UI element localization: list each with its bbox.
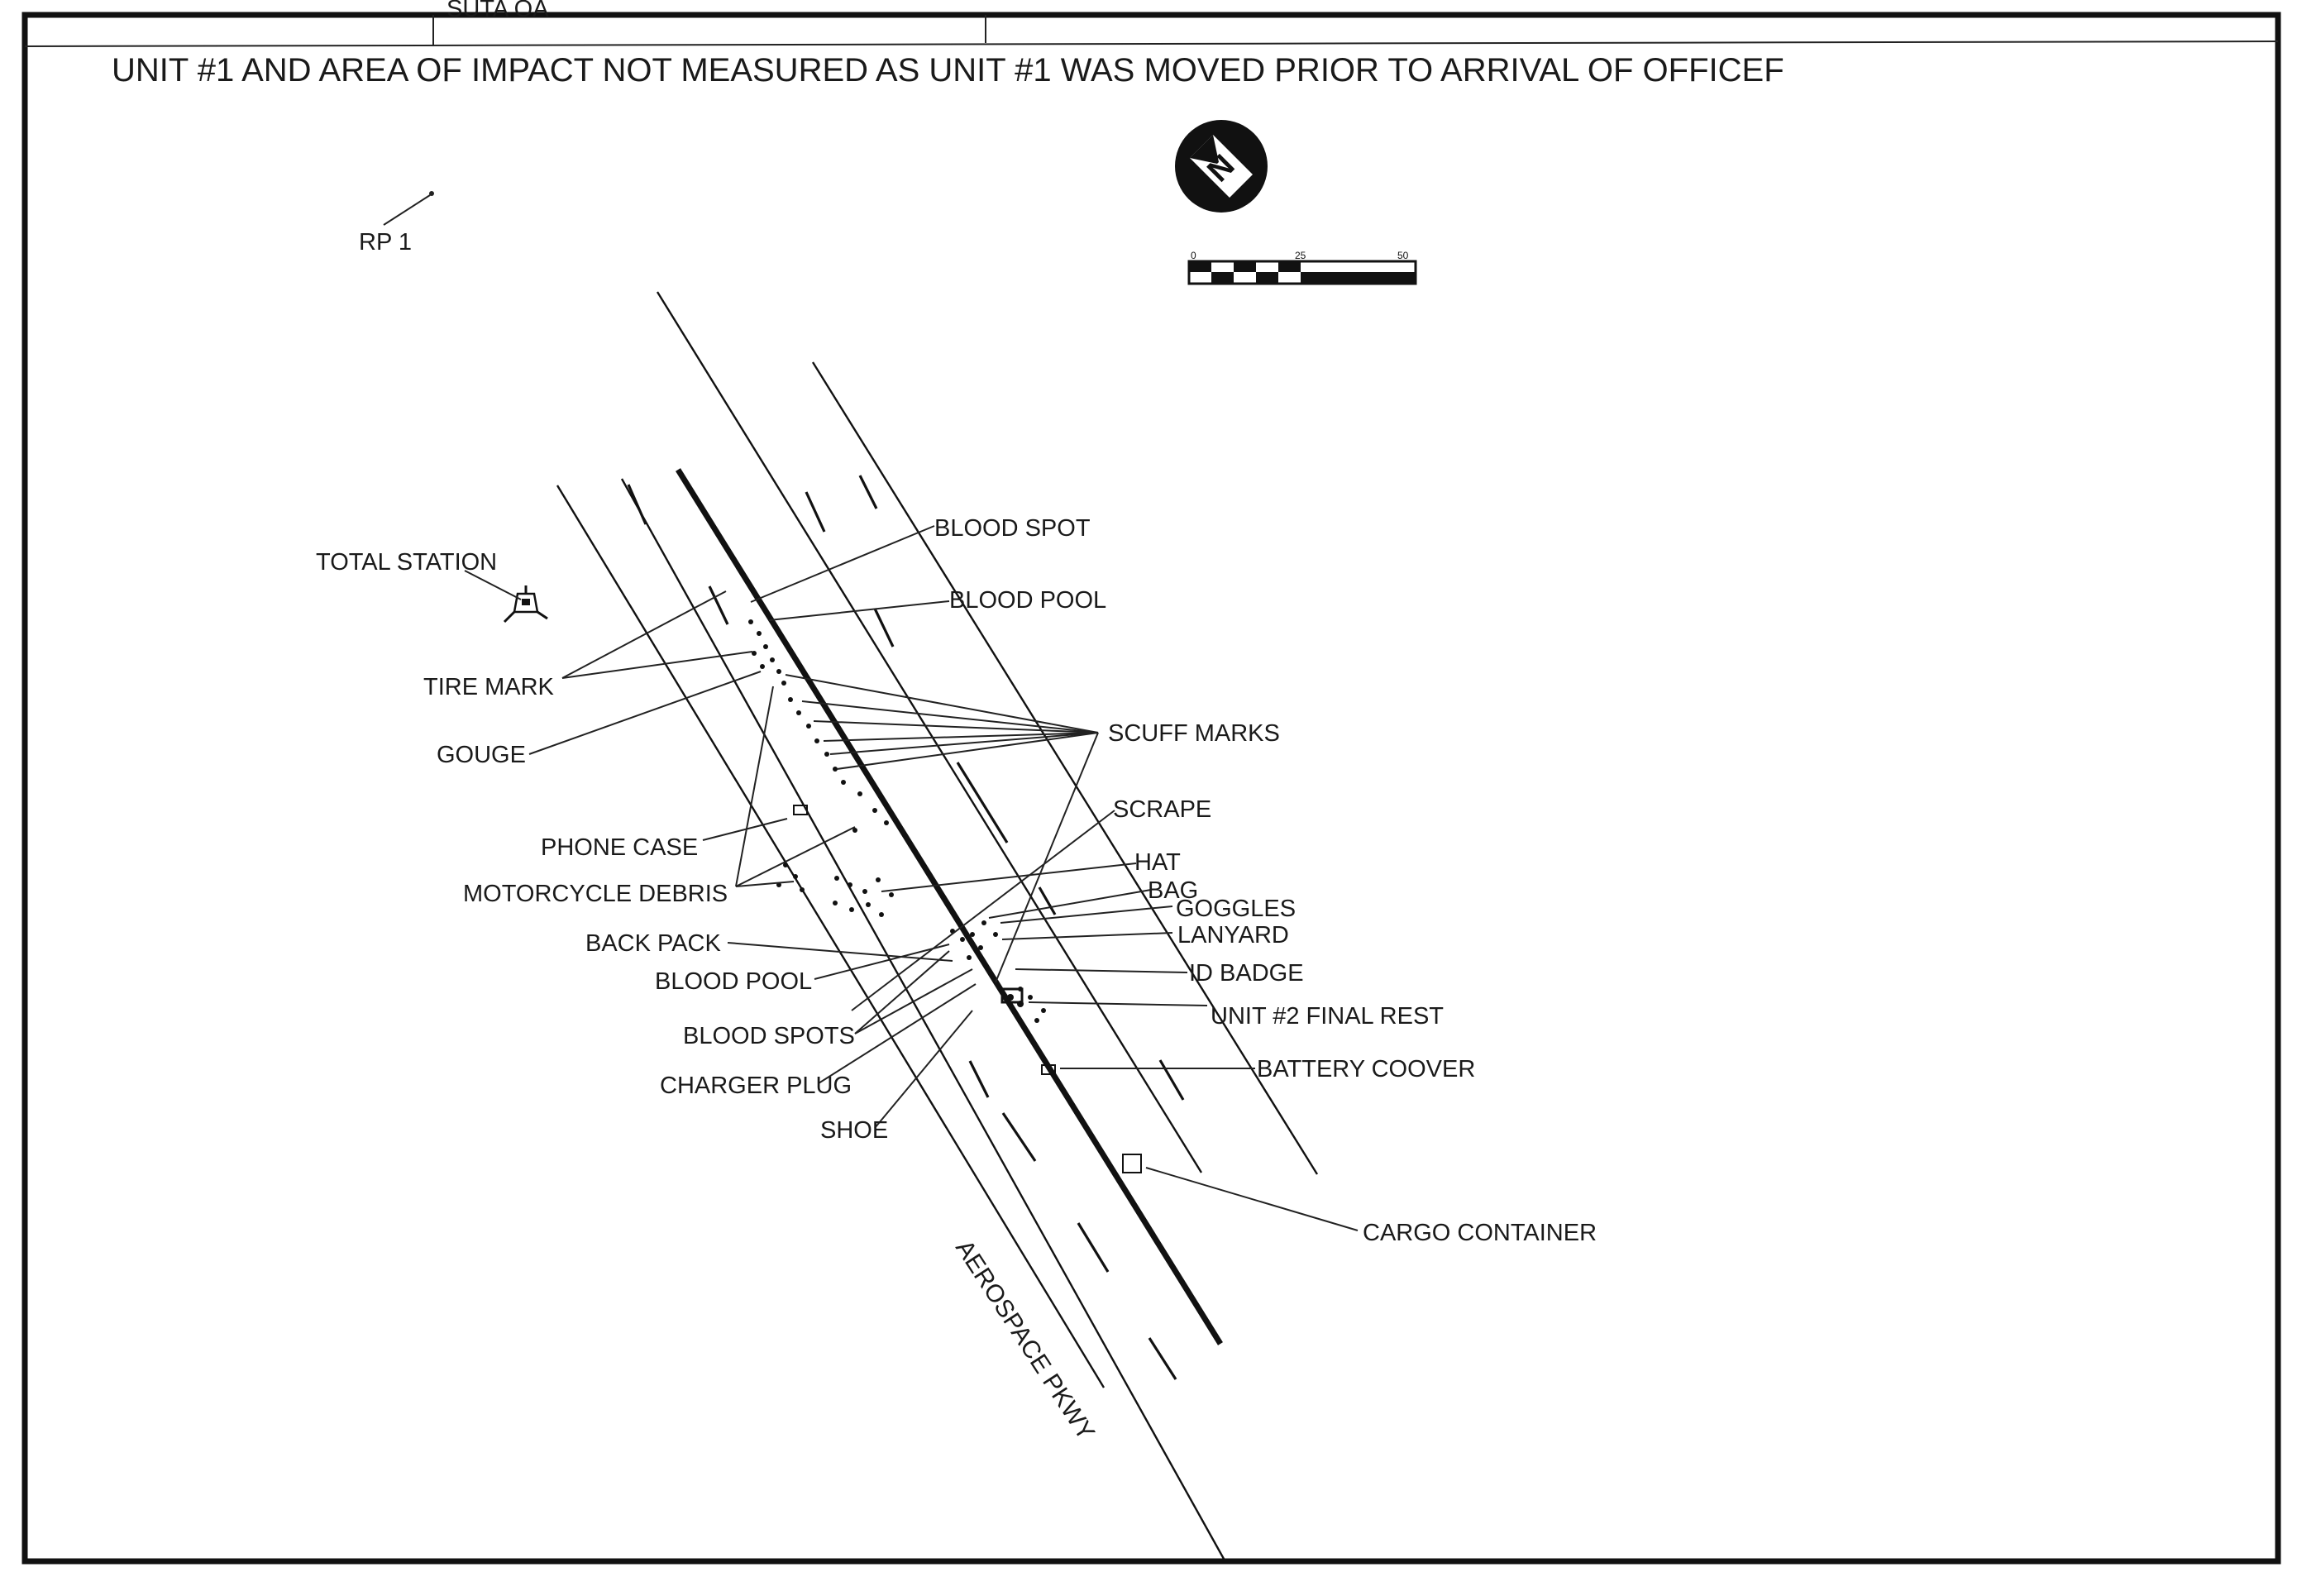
road-name-label: AEROSPACE PKWY [950, 1235, 1100, 1445]
label-scuff-marks: SCUFF MARKS [1108, 720, 1280, 747]
label-goggles: GOGGLES [1176, 896, 1296, 922]
label-battery-cover: BATTERY COOVER [1257, 1056, 1475, 1082]
label-shoe: SHOE [820, 1117, 888, 1144]
reference-point-rp1: RP 1 [359, 191, 434, 256]
label-gouge: GOUGE [437, 742, 526, 768]
label-charger-plug: CHARGER PLUG [660, 1073, 852, 1099]
scale-tick-0: 0 [1191, 250, 1196, 261]
label-back-pack: BACK PACK [585, 930, 722, 957]
center-skid-line [676, 468, 1223, 1345]
label-motorcycle-debris: MOTORCYCLE DEBRIS [463, 881, 728, 907]
header-form: SUTA OA [24, 0, 2279, 47]
scale-bar: 0 25 50 [1187, 250, 1417, 285]
evidence-items [793, 805, 1142, 1173]
label-cargo-container: CARGO CONTAINER [1363, 1220, 1597, 1246]
lane-dashes [627, 475, 1185, 1380]
leader-lines [464, 525, 1359, 1231]
label-blood-pool-right: BLOOD POOL [949, 587, 1106, 614]
evidence-labels: TOTAL STATION TIRE MARK GOUGE PHONE CASE… [316, 515, 1597, 1246]
header-text-fragment: SUTA OA [447, 0, 549, 22]
scale-tick-50: 50 [1397, 250, 1409, 261]
label-blood-spot: BLOOD SPOT [934, 515, 1091, 542]
roadway-lines [556, 291, 1319, 1560]
label-scrape: SCRAPE [1113, 796, 1211, 823]
page-title: UNIT #1 AND AREA OF IMPACT NOT MEASURED … [112, 52, 1784, 88]
label-lanyard: LANYARD [1177, 922, 1289, 949]
label-phone-case: PHONE CASE [541, 834, 698, 861]
unit2-final-rest-marker [1000, 987, 1024, 1004]
label-bag: BAG [1148, 877, 1198, 904]
rp1-label: RP 1 [359, 229, 412, 256]
total-station-icon [503, 585, 548, 624]
label-blood-spots: BLOOD SPOTS [683, 1023, 855, 1049]
cargo-container-marker [1122, 1154, 1142, 1173]
label-tire-mark: TIRE MARK [423, 674, 555, 700]
label-total-station: TOTAL STATION [316, 549, 497, 576]
label-blood-pool-left: BLOOD POOL [655, 968, 812, 995]
north-arrow-icon: N [1175, 120, 1268, 213]
phone-case-marker [793, 805, 808, 815]
scale-tick-25: 25 [1295, 250, 1306, 261]
page-border [21, 12, 2281, 1565]
label-id-badge: ID BADGE [1189, 960, 1304, 987]
label-unit2-final-rest: UNIT #2 FINAL REST [1211, 1003, 1444, 1030]
battery-cover-marker [1041, 1064, 1056, 1075]
label-hat: HAT [1134, 849, 1181, 876]
